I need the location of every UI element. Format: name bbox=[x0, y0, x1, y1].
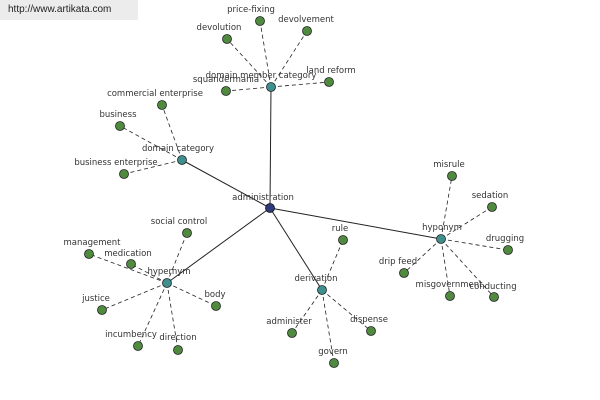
node-domain-category[interactable] bbox=[177, 155, 187, 165]
node-business-enterprise[interactable] bbox=[119, 169, 129, 179]
edge-administration-hyponym bbox=[269, 207, 442, 240]
edge-hypernym-social-control bbox=[166, 232, 188, 284]
label-misgovernment: misgovernment bbox=[416, 280, 484, 290]
edge-administration-hypernym bbox=[166, 207, 271, 284]
node-land-reform[interactable] bbox=[324, 77, 334, 87]
label-direction: direction bbox=[159, 333, 196, 343]
node-hyponym[interactable] bbox=[436, 234, 446, 244]
node-dispense[interactable] bbox=[366, 326, 376, 336]
node-conducting[interactable] bbox=[489, 292, 499, 302]
label-price-fixing: price-fixing bbox=[227, 5, 275, 15]
graph-nodes bbox=[84, 16, 513, 368]
label-commercial-enterprise: commercial enterprise bbox=[107, 89, 203, 99]
node-rule[interactable] bbox=[338, 235, 348, 245]
edge-hypernym-direction bbox=[166, 282, 179, 351]
edge-administration-domain-category bbox=[181, 159, 271, 209]
edge-administration-domain-member-category bbox=[269, 86, 272, 209]
label-hypernym: hypernym bbox=[147, 267, 190, 277]
node-hypernym[interactable] bbox=[162, 278, 172, 288]
edge-administration-derivation bbox=[269, 207, 323, 291]
edge-derivation-govern bbox=[321, 289, 335, 364]
label-administer: administer bbox=[266, 317, 312, 327]
edge-domain-category-commercial-enterprise bbox=[161, 104, 183, 161]
edge-hypernym-body bbox=[166, 282, 217, 307]
node-justice[interactable] bbox=[97, 305, 107, 315]
label-justice: justice bbox=[81, 294, 110, 304]
node-drugging[interactable] bbox=[503, 245, 513, 255]
node-business[interactable] bbox=[115, 121, 125, 131]
node-devolvement[interactable] bbox=[302, 26, 312, 36]
edge-hyponym-drugging bbox=[440, 238, 509, 251]
node-govern[interactable] bbox=[329, 358, 339, 368]
node-squandermania[interactable] bbox=[221, 86, 231, 96]
watermark-url: http://www.artikata.com bbox=[0, 0, 138, 20]
label-devolution: devolution bbox=[197, 23, 242, 33]
node-misgovernment[interactable] bbox=[445, 291, 455, 301]
label-hyponym: hyponym bbox=[422, 223, 462, 233]
node-incumbency[interactable] bbox=[133, 341, 143, 351]
edge-hyponym-drip-feed bbox=[403, 238, 442, 274]
label-incumbency: incumbency bbox=[105, 330, 157, 340]
label-govern: govern bbox=[318, 347, 348, 357]
label-squandermania: squandermania bbox=[193, 75, 259, 85]
hub-edges bbox=[166, 86, 442, 291]
edge-derivation-rule bbox=[321, 239, 344, 291]
node-administer[interactable] bbox=[287, 328, 297, 338]
leaf-edges bbox=[88, 20, 509, 364]
label-business: business bbox=[99, 110, 137, 120]
edge-domain-member-category-devolution bbox=[226, 38, 272, 88]
label-devolvement: devolvement bbox=[278, 15, 334, 25]
edge-derivation-administer bbox=[291, 289, 323, 334]
edge-hyponym-misgovernment bbox=[440, 238, 451, 297]
node-direction[interactable] bbox=[173, 345, 183, 355]
label-misrule: misrule bbox=[433, 160, 465, 170]
edge-domain-category-business bbox=[119, 125, 183, 161]
edge-domain-member-category-squandermania bbox=[225, 86, 272, 92]
label-derivation: derivation bbox=[294, 274, 337, 284]
label-business-enterprise: business enterprise bbox=[74, 158, 157, 168]
label-rule: rule bbox=[332, 224, 348, 234]
edge-hyponym-misrule bbox=[440, 175, 453, 240]
edge-domain-category-business-enterprise bbox=[123, 159, 183, 175]
label-drugging: drugging bbox=[486, 234, 524, 244]
label-land-reform: land reform bbox=[306, 66, 355, 76]
label-conducting: conducting bbox=[469, 282, 516, 292]
node-derivation[interactable] bbox=[317, 285, 327, 295]
node-social-control[interactable] bbox=[182, 228, 192, 238]
node-price-fixing[interactable] bbox=[255, 16, 265, 26]
label-dispense: dispense bbox=[350, 315, 388, 325]
node-medication[interactable] bbox=[126, 259, 136, 269]
node-drip-feed[interactable] bbox=[399, 268, 409, 278]
edge-hyponym-sedation bbox=[440, 206, 493, 240]
label-social-control: social control bbox=[151, 217, 207, 227]
label-sedation: sedation bbox=[472, 191, 509, 201]
label-administration: administration bbox=[232, 193, 294, 203]
label-management: management bbox=[64, 238, 122, 248]
label-domain-member-category: domain member category bbox=[206, 71, 317, 81]
label-medication: medication bbox=[104, 249, 151, 259]
edge-hyponym-conducting bbox=[440, 238, 495, 298]
label-domain-category: domain category bbox=[142, 144, 214, 154]
edge-domain-member-category-land-reform bbox=[270, 81, 330, 88]
node-body[interactable] bbox=[211, 301, 221, 311]
node-domain-member-category[interactable] bbox=[266, 82, 276, 92]
node-devolution[interactable] bbox=[222, 34, 232, 44]
label-body: body bbox=[204, 290, 225, 300]
label-drip-feed: drip feed bbox=[379, 257, 417, 267]
edge-hypernym-justice bbox=[101, 282, 168, 311]
edge-derivation-dispense bbox=[321, 289, 372, 332]
node-commercial-enterprise[interactable] bbox=[157, 100, 167, 110]
edge-hypernym-incumbency bbox=[137, 282, 168, 347]
node-administration[interactable] bbox=[265, 203, 275, 213]
node-sedation[interactable] bbox=[487, 202, 497, 212]
node-management[interactable] bbox=[84, 249, 94, 259]
node-misrule[interactable] bbox=[447, 171, 457, 181]
